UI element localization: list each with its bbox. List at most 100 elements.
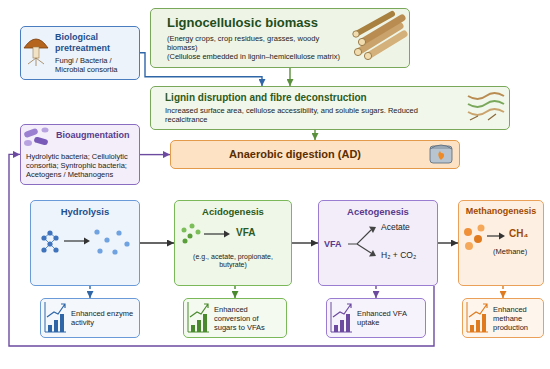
log-end [358,38,365,45]
stage-box: Hydrolysis [30,200,140,286]
fibre-icon [468,93,504,120]
mushroom-stem [33,47,39,58]
chart-bar [334,325,338,332]
chart-bar [482,314,486,332]
trend-arrow [333,304,351,317]
molecule [41,247,46,252]
chart-bar [54,320,58,332]
chart-bar [340,320,344,332]
node-title: Enhanced conversion of sugars to VFAs [214,305,282,332]
node-title: Biological pretreatment [55,32,135,54]
process-arrow [64,240,84,241]
log [356,14,392,34]
methane-icon [464,225,505,251]
molecule [47,241,52,246]
log-end [353,31,359,37]
node-text: (Cellulose embedded in lignin–hemicellul… [167,52,349,61]
molecule [474,235,482,243]
digester-icon [430,145,452,163]
molecule [97,248,102,253]
molecule [104,237,109,242]
growth-chart-icon [331,302,352,332]
chart-bar [60,314,64,332]
pretreatment-box: Biological pretreatmentFungi / Bacteria … [20,26,140,80]
node-title: Hydrolysis [31,206,139,217]
node-text: Fungi / Bacteria / Microbial consortia [55,56,135,74]
node-text: Hydrolytic bacteria; Cellulolytic consor… [26,152,134,179]
node-text: CH₄ [509,228,543,240]
sugar-molecule [196,230,201,235]
fibre [468,101,504,107]
node-title: Anaerobic digestion (AD) [181,148,409,161]
chart-axis [45,302,66,332]
bacterium [42,128,49,133]
dashed-connector [234,286,235,298]
chart-bar [48,325,52,332]
process-arrow [348,230,371,253]
stage-box: AcetogenesisVFAAcetateH₂ + CO₂ [318,200,438,286]
log [358,26,400,52]
log-end [364,52,371,59]
mushroom-cap [24,39,48,48]
log [368,34,404,56]
connector-arrow [140,242,174,243]
bacterium [24,140,32,146]
bacterium [23,128,38,138]
mycelium [28,58,44,66]
arrowhead [499,233,505,240]
bioaugmentation-box: BioaugmentationHydrolytic bacteria; Cell… [20,124,140,185]
trend-arrow [469,304,487,317]
node-title: Enhanced enzyme activity [71,309,135,327]
process-box: Lignin disruption and fibre deconstructi… [150,86,510,130]
molecule [53,247,58,252]
connector-arrow [314,130,315,140]
log-pile-icon [353,14,404,60]
split-arrow-icon [348,227,376,257]
molecule [478,225,485,232]
polymer-to-monomer-icon [41,229,129,254]
sugar-molecule [182,228,187,233]
chart-bar [470,325,474,332]
chart-bar [346,314,350,332]
outcome-box: Enhanced methane production [462,298,544,338]
fibre [468,93,504,99]
arrowhead [84,238,90,245]
sugar-molecule [188,234,193,239]
chart-bar [197,320,201,332]
flame [438,151,444,160]
log-end [354,48,361,55]
outcome-box: Enhanced VFA uptake [326,298,426,338]
node-text: Acetate [381,222,437,232]
chart-axis [188,302,209,332]
molecule [116,230,121,235]
node-text: Increased surface area, cellulose access… [165,106,459,124]
digester-dome [430,145,452,149]
molecule [464,228,472,236]
node-text: (e.g., acetate, propionate, butyrate) [179,253,287,270]
stage-box: MethanogenesisCH₄ (Methane) [458,200,544,286]
process-arrow [204,233,224,234]
molecule [112,249,117,254]
process-arrow [487,235,499,236]
growth-chart-icon [188,302,209,332]
arrowhead [369,250,376,257]
node-title: Methanogenesis [459,206,543,217]
node-text: (Methane) [493,247,543,256]
connector-arrow [140,154,170,155]
node-text: VFA [324,239,350,250]
node-title: Enhanced methane production [493,305,540,332]
chart-bar [476,320,480,332]
fibre [468,109,504,115]
dashed-connector [375,286,376,298]
digester-box: Anaerobic digestion (AD) [170,140,460,169]
growth-chart-icon [467,302,488,332]
molecule [47,230,52,235]
stage-box: AcidogenesisVFA(e.g., acetate, propionat… [174,200,292,286]
trend-arrow [47,304,65,317]
node-text: (Energy crops, crop residues, grasses, w… [167,34,349,52]
node-title: Acetogenesis [319,206,437,217]
chart-axis [467,302,488,332]
fibre-fragment [470,114,496,120]
node-title: Enhanced VFA uptake [357,309,421,327]
